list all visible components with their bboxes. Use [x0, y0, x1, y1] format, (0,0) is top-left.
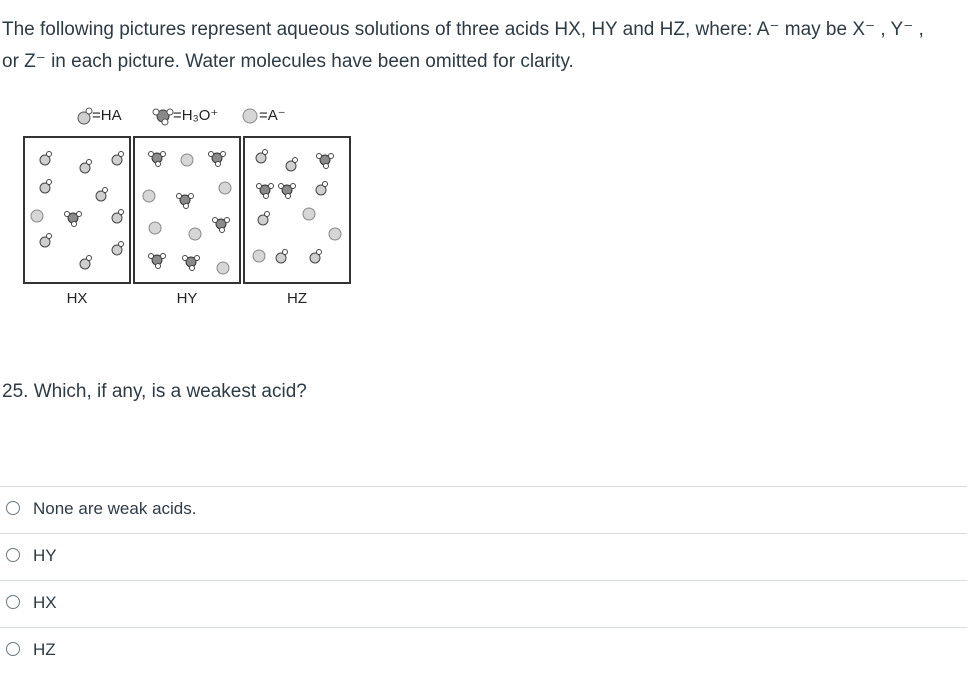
ha-molecule: [285, 157, 298, 172]
panel-label-hx: HX: [66, 290, 88, 307]
ha-molecule: [39, 233, 52, 248]
a-minus-ion: [30, 209, 44, 223]
a-minus-ion: [218, 181, 232, 195]
answer-option[interactable]: HZ: [0, 627, 967, 674]
ha-molecule: [39, 151, 52, 166]
h3o-ion: [64, 211, 82, 227]
ha-molecule: [275, 249, 288, 264]
ha-molecule: [315, 181, 328, 196]
ha-molecule-icon: [77, 107, 93, 125]
a-minus-ion: [252, 249, 266, 263]
h3o-ion: [208, 151, 226, 167]
h3o-ion: [148, 253, 166, 269]
h3o-ion: [148, 151, 166, 167]
radio-button[interactable]: [6, 642, 20, 656]
legend-ha-label: =HA: [92, 107, 122, 124]
a-minus-ion: [148, 221, 162, 235]
ha-molecule: [79, 159, 92, 174]
panel-label-hy: HY: [176, 290, 198, 307]
radio-button[interactable]: [6, 501, 20, 515]
a-minus-ion: [216, 261, 230, 275]
ha-molecule: [309, 249, 322, 264]
radio-button[interactable]: [6, 595, 20, 609]
hy-solution-diagram: [142, 151, 232, 275]
ha-molecule: [257, 211, 270, 226]
panel-hy: [133, 136, 241, 284]
ha-molecule: [111, 209, 124, 224]
hz-solution-diagram: [252, 149, 342, 264]
a-minus-ion: [302, 207, 316, 221]
h3o-ion: [256, 183, 274, 199]
panel-hz: [243, 136, 351, 284]
question-text: 25. Which, if any, is a weakest acid?: [2, 381, 307, 402]
a-minus-ion: [328, 227, 342, 241]
question-intro: The following pictures represent aqueous…: [2, 14, 967, 78]
ha-molecule: [111, 151, 124, 166]
panel-hx: [23, 136, 131, 284]
h3o-ion: [278, 183, 296, 199]
a-minus-ion: [188, 227, 202, 241]
a-minus-ion: [142, 189, 156, 203]
intro-line-2: or Z⁻ in each picture. Water molecules h…: [2, 51, 574, 72]
answer-option[interactable]: None are weak acids.: [0, 486, 967, 533]
answer-label[interactable]: HX: [33, 593, 57, 612]
legend-a-minus-label: =A⁻: [259, 107, 286, 124]
h3o-ion: [176, 193, 194, 209]
ha-molecule: [255, 149, 268, 164]
h3o-ion: [182, 255, 200, 271]
answer-label[interactable]: HZ: [33, 640, 56, 659]
answer-label[interactable]: None are weak acids.: [33, 499, 197, 518]
ha-molecule: [39, 179, 52, 194]
ha-molecule: [95, 187, 108, 202]
legend-h3o-label: =H₃O⁺: [173, 107, 219, 124]
a-minus-ion: [180, 153, 194, 167]
answer-option[interactable]: HX: [0, 580, 967, 627]
a-minus-ion-icon: [242, 108, 258, 124]
h3o-molecule-icon: [152, 108, 174, 126]
answer-list: None are weak acids. HY HX HZ: [0, 486, 967, 674]
h3o-ion: [316, 153, 334, 169]
hx-solution-diagram: [30, 151, 124, 270]
answer-label[interactable]: HY: [33, 546, 57, 565]
intro-line-1: The following pictures represent aqueous…: [2, 19, 924, 40]
radio-button[interactable]: [6, 548, 20, 562]
h3o-ion: [212, 217, 230, 233]
answer-option[interactable]: HY: [0, 533, 967, 580]
ha-molecule: [79, 255, 92, 270]
panel-label-hz: HZ: [287, 290, 307, 307]
ha-molecule: [111, 241, 124, 256]
